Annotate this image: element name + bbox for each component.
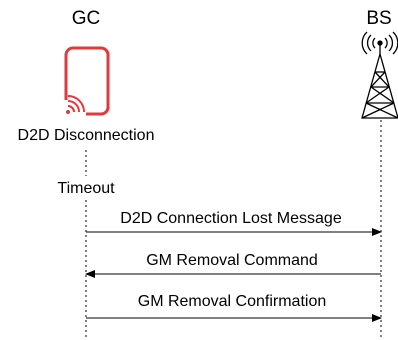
message-gm-removal-command-label: GM Removal Command (146, 252, 318, 269)
message-d2d-connection-lost-label: D2D Connection Lost Message (120, 210, 342, 227)
d2d-disconnection-note: D2D Disconnection (18, 127, 155, 144)
base-station-tower-icon (361, 31, 398, 119)
participant-bs-label: BS (366, 8, 391, 29)
timeout-note: Timeout (57, 180, 115, 197)
message-gm-removal-confirmation-label: GM Removal Confirmation (138, 293, 327, 310)
phone-d2d-icon (64, 46, 110, 116)
timeout-note-bg (50, 176, 122, 198)
participant-gc-label: GC (72, 8, 101, 29)
